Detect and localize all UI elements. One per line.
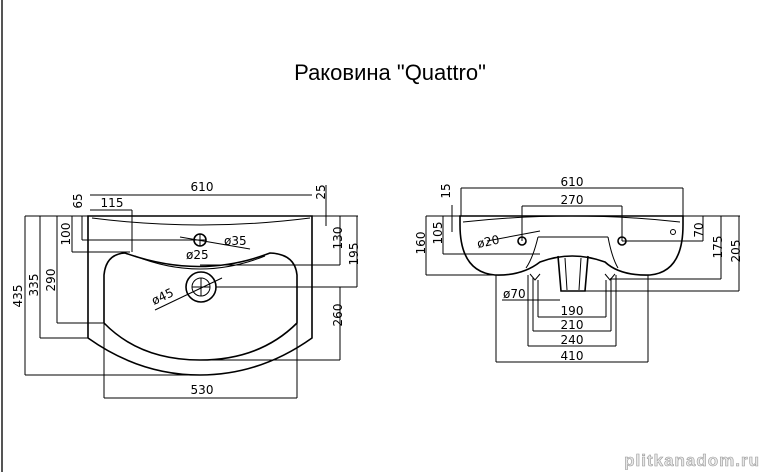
dim-160: 160 xyxy=(414,232,428,255)
dim-240: 240 xyxy=(561,333,584,347)
dim-130: 130 xyxy=(331,227,345,250)
dim-530: 530 xyxy=(191,383,214,397)
dim-290: 290 xyxy=(44,269,58,292)
dim-105: 105 xyxy=(431,222,445,245)
dim-610: 610 xyxy=(191,180,214,194)
sink-outline-front xyxy=(459,215,684,276)
bowl-outline xyxy=(103,252,298,361)
dim-dia45: ø45 xyxy=(149,285,175,307)
dim-205: 205 xyxy=(729,240,743,263)
dim-210: 210 xyxy=(561,318,584,332)
dim-195: 195 xyxy=(347,243,361,266)
dim-15: 15 xyxy=(439,183,453,198)
dim-65: 65 xyxy=(71,193,85,208)
front-view: 610 270 15 160 105 ø20 70 175 205 ø70 19… xyxy=(414,175,743,363)
dim-610-front: 610 xyxy=(561,175,584,189)
dim-dia35: ø35 xyxy=(224,234,247,248)
dim-dia20: ø20 xyxy=(476,233,501,251)
dim-dia25: ø25 xyxy=(186,248,209,262)
rim-line xyxy=(91,217,311,226)
dim-25: 25 xyxy=(314,184,328,199)
dim-175: 175 xyxy=(711,236,725,259)
dim-70: 70 xyxy=(692,222,706,237)
siphon-pedestal xyxy=(557,255,589,292)
dim-190: 190 xyxy=(561,304,584,318)
top-view: 610 115 65 25 100 ø35 ø25 130 195 435 33… xyxy=(11,180,361,399)
dim-435: 435 xyxy=(11,285,25,308)
dim-115: 115 xyxy=(101,196,124,210)
dim-100: 100 xyxy=(59,223,73,246)
sink-outline-top xyxy=(87,215,313,376)
dim-335: 335 xyxy=(27,274,41,297)
drawing-title: Раковина "Quattro" xyxy=(294,60,486,85)
dim-260: 260 xyxy=(331,304,345,327)
dim-270: 270 xyxy=(561,193,584,207)
dim-410: 410 xyxy=(561,349,584,363)
watermark: plitkanadom.ru xyxy=(624,451,760,470)
dim-dia70: ø70 xyxy=(503,287,526,301)
